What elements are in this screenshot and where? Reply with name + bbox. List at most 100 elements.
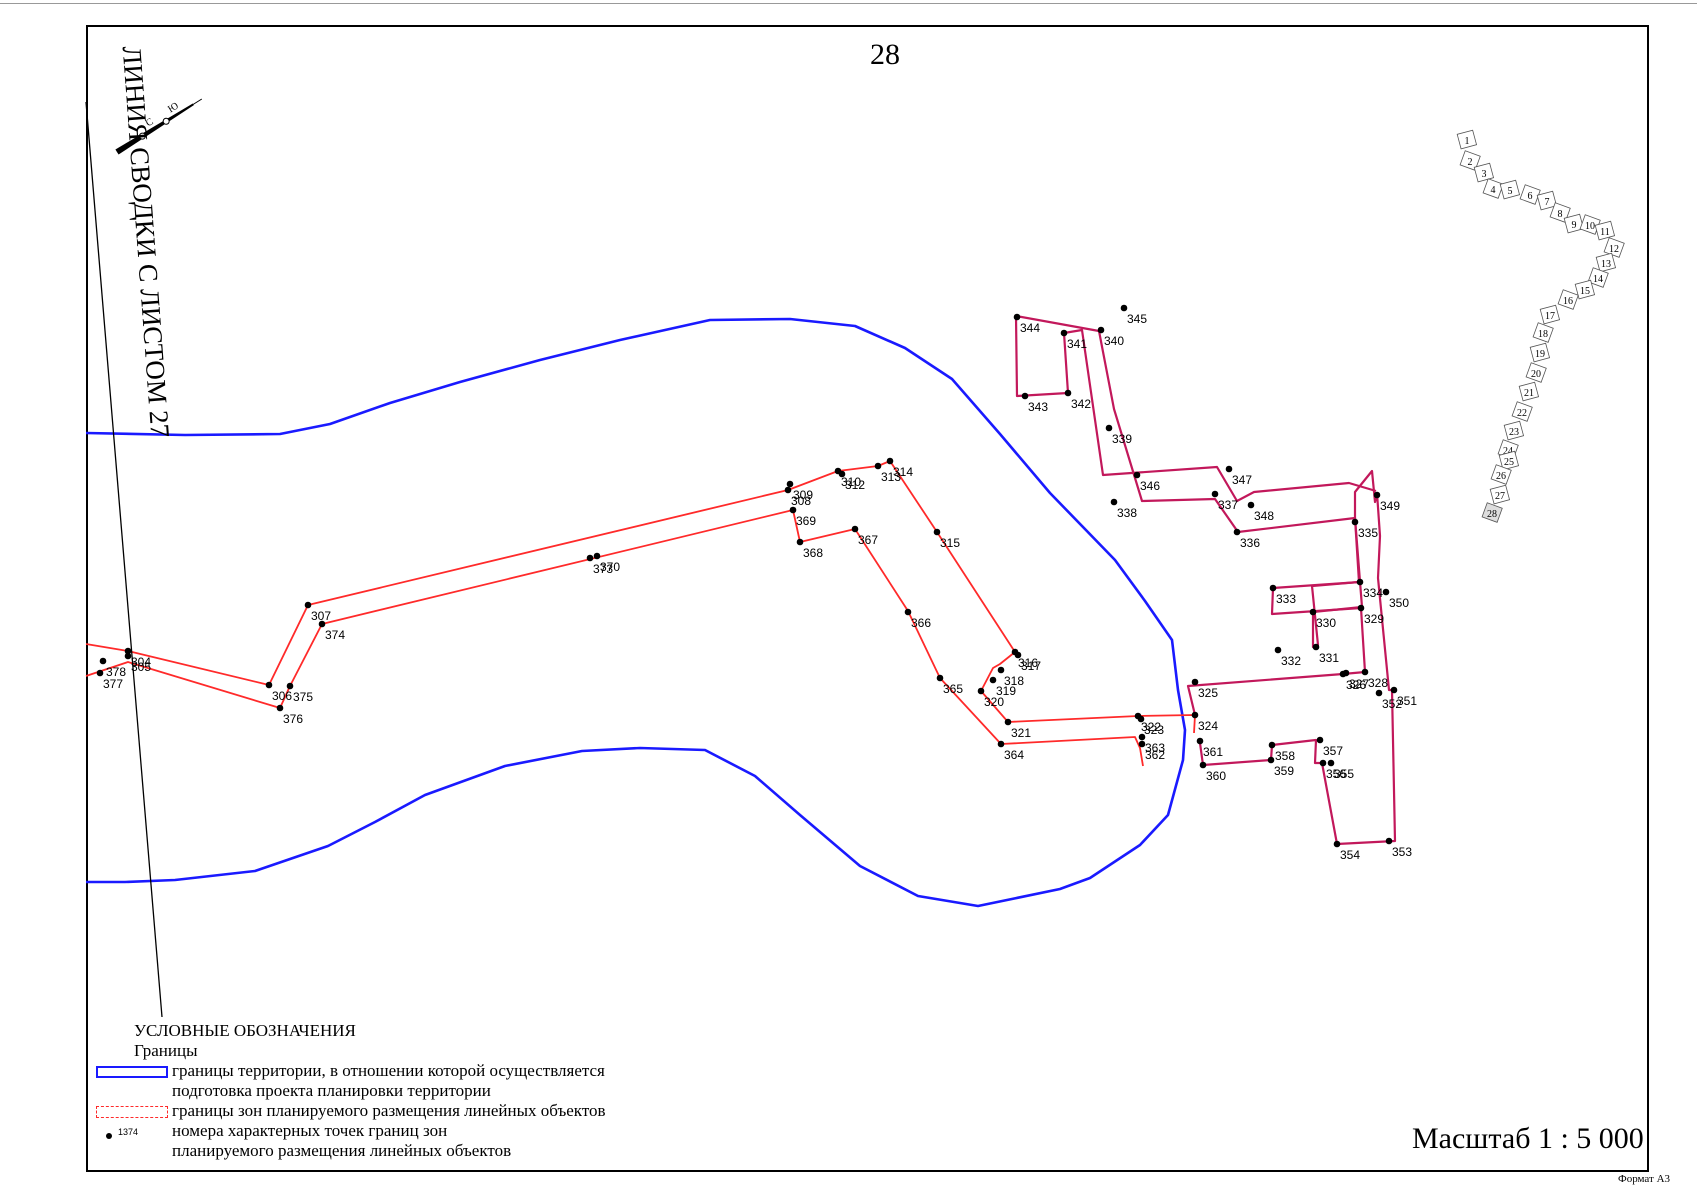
characteristic-point: 346	[1133, 471, 1160, 493]
point-number: 307	[311, 609, 331, 623]
sheet-index-number: 21	[1524, 388, 1534, 399]
characteristic-point: 366	[904, 608, 931, 630]
point-number: 370	[600, 560, 620, 574]
characteristic-point: 308	[784, 486, 811, 508]
characteristic-point: 363	[1138, 733, 1165, 755]
point-number: 340	[1104, 334, 1124, 348]
point-number: 359	[1274, 764, 1294, 778]
sheet-index-cell: 4	[1482, 178, 1504, 199]
point-number: 304	[131, 655, 151, 669]
point-number: 336	[1240, 536, 1260, 550]
sheet-index-number: 19	[1535, 349, 1545, 360]
characteristic-point: 313	[874, 462, 901, 484]
characteristic-point: 367	[851, 525, 878, 547]
sheet-index-cell: 20	[1525, 362, 1547, 383]
characteristic-point: 337	[1211, 490, 1238, 512]
sheet-index-number: 2	[1468, 157, 1473, 168]
characteristic-point: 364	[997, 740, 1024, 762]
point-number: 375	[293, 690, 313, 704]
point-number: 326	[1346, 678, 1366, 692]
legend-item-label: подготовка проекта планировки территории	[172, 1081, 491, 1100]
sheet-index-cell: 14	[1587, 267, 1609, 288]
territory-boundary-line	[85, 317, 1187, 908]
point-number: 353	[1392, 845, 1412, 859]
point-dot-icon	[124, 647, 132, 655]
point-dot-icon	[99, 657, 107, 665]
characteristic-point: 312	[838, 470, 865, 492]
point-dot-icon	[1097, 326, 1105, 334]
point-dot-icon	[784, 486, 792, 494]
characteristic-point: 304	[124, 647, 151, 669]
sheet-index-number: 15	[1580, 286, 1590, 297]
sheet-index-cell: 9	[1563, 213, 1585, 234]
characteristic-point: 307	[304, 601, 331, 623]
characteristic-point: 321	[1004, 718, 1031, 740]
point-number: 331	[1319, 651, 1339, 665]
point-number: 338	[1117, 506, 1137, 520]
sheet-index-number: 18	[1538, 329, 1548, 340]
sheet-index-cell: 19	[1529, 342, 1551, 363]
characteristic-point: 370	[593, 552, 620, 574]
characteristic-point: 344	[1013, 313, 1040, 335]
point-number: 333	[1276, 592, 1296, 606]
point-number: 361	[1203, 745, 1223, 759]
point-number: 356	[1326, 767, 1346, 781]
point-dot-icon	[851, 525, 859, 533]
sheet-index-number: 1	[1465, 136, 1470, 147]
characteristic-point: 351	[1390, 686, 1417, 708]
characteristic-point: 348	[1247, 501, 1274, 523]
sheet-index-number: 26	[1496, 471, 1506, 482]
point-dot-icon	[786, 480, 794, 488]
sheet-index-number: 24	[1503, 446, 1513, 457]
point-number: 316	[1018, 656, 1038, 670]
zone-boundary-layer	[85, 314, 1397, 846]
point-dot-icon	[1233, 528, 1241, 536]
characteristic-point: 338	[1110, 498, 1137, 520]
sheet-index-number: 23	[1509, 427, 1519, 438]
point-dot-icon	[1382, 588, 1390, 596]
point-number: 343	[1028, 400, 1048, 414]
characteristic-point: 352	[1375, 689, 1402, 711]
characteristic-point: 374	[318, 620, 345, 642]
sheet-index-cell: 6	[1519, 184, 1541, 205]
point-number: 327	[1349, 677, 1369, 691]
zone-line-swatch	[96, 1106, 168, 1118]
characteristic-point: 339	[1105, 424, 1132, 446]
characteristic-point: 365	[936, 674, 963, 696]
characteristic-point: 327	[1342, 669, 1369, 691]
sheet-index-number: 28	[1487, 509, 1497, 520]
sheet-index-number: 6	[1528, 191, 1533, 202]
point-number: 314	[893, 465, 913, 479]
point-number: 305	[131, 660, 151, 674]
characteristic-point: 324	[1191, 711, 1218, 733]
characteristic-point: 341	[1060, 329, 1087, 351]
point-dot-icon	[1211, 490, 1219, 498]
point-number: 325	[1198, 686, 1218, 700]
sheet-index-number: 10	[1585, 221, 1595, 232]
scale-label: Масштаб 1 : 5 000	[1412, 1122, 1644, 1155]
characteristic-point: 377	[96, 669, 123, 691]
point-dot-icon	[1342, 669, 1350, 677]
point-dot-icon	[789, 506, 797, 514]
legend-item-label: границы территории, в отношении которой …	[172, 1061, 605, 1080]
sample-point-number: 1374	[118, 1127, 139, 1137]
characteristic-point: 355	[1327, 759, 1354, 781]
territory-boundary-layer	[85, 317, 1187, 908]
characteristic-point: 347	[1225, 465, 1252, 487]
characteristic-point: 373	[586, 554, 613, 576]
point-dot-icon	[1269, 584, 1277, 592]
point-number: 362	[1145, 748, 1165, 762]
point-number: 320	[984, 695, 1004, 709]
point-dot-icon	[1267, 756, 1275, 764]
sheet-index-cell: 3	[1473, 162, 1495, 183]
characteristic-point: 376	[276, 704, 303, 726]
characteristic-point: 309	[786, 480, 813, 502]
point-number: 352	[1382, 697, 1402, 711]
characteristic-point: 317	[1014, 651, 1041, 673]
point-number: 306	[272, 689, 292, 703]
point-number: 363	[1145, 741, 1165, 755]
sheet-index-number: 13	[1601, 259, 1611, 270]
legend-subtitle: Границы	[134, 1041, 198, 1060]
sheet-index-cell: 16	[1557, 289, 1579, 310]
point-number: 373	[593, 562, 613, 576]
